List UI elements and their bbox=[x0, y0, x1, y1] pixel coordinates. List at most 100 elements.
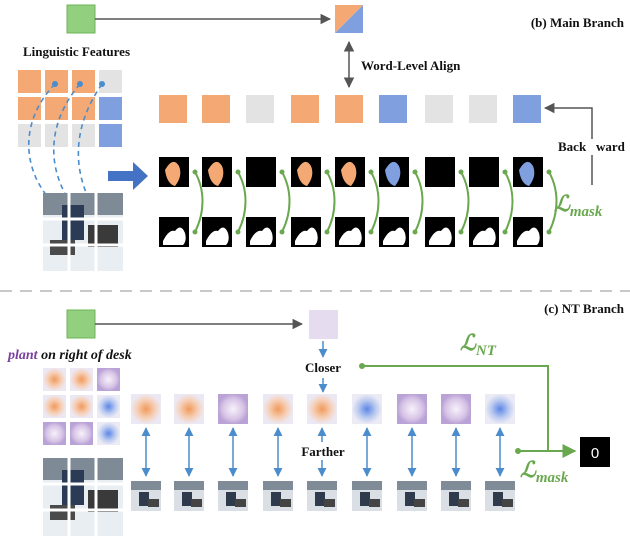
match-dot bbox=[368, 229, 374, 235]
nt-feature-blob bbox=[397, 394, 427, 424]
backward-label-left: Back bbox=[558, 139, 587, 154]
match-dot bbox=[192, 229, 198, 235]
nt-frame-sequence bbox=[131, 481, 515, 511]
mask-match-curve bbox=[414, 171, 424, 233]
word-feature-square bbox=[202, 95, 230, 123]
predicted-mask-frame bbox=[469, 157, 499, 187]
word-feature-square bbox=[379, 95, 407, 123]
match-dot bbox=[458, 229, 464, 235]
backward-arrow bbox=[543, 102, 628, 185]
match-dot bbox=[192, 169, 198, 175]
nt-frame-thumbnail bbox=[441, 481, 471, 511]
mask-match-curve bbox=[326, 171, 336, 233]
nt-feature-blob bbox=[441, 394, 471, 424]
match-dot bbox=[546, 229, 552, 235]
nt-query-text: plant on right of desk bbox=[7, 348, 132, 363]
nt-output-value: 0 bbox=[591, 445, 599, 462]
predicted-mask-sequence bbox=[159, 157, 543, 187]
backward-label-right: ward bbox=[596, 139, 626, 154]
predicted-mask-frame bbox=[379, 157, 409, 187]
match-dot bbox=[546, 169, 552, 175]
nt-frame-thumbnail bbox=[131, 481, 161, 511]
ground-truth-mask-frame bbox=[335, 217, 365, 247]
predicted-mask-frame bbox=[291, 157, 321, 187]
nt-frame-thumbnail bbox=[218, 481, 248, 511]
mask-match-curve bbox=[504, 171, 514, 233]
nt-feature-blob bbox=[307, 394, 337, 424]
nt-frame-thumbnail bbox=[352, 481, 382, 511]
nt-feature-grid bbox=[43, 368, 120, 445]
nt-feature-sequence bbox=[131, 394, 515, 424]
word-feature-sequence bbox=[159, 95, 541, 123]
predicted-mask-frame bbox=[335, 157, 365, 187]
ground-truth-mask-frame bbox=[513, 217, 543, 247]
farther-label-bg bbox=[298, 442, 348, 460]
ground-truth-mask-frame bbox=[291, 217, 321, 247]
nt-feature-blob bbox=[485, 394, 515, 424]
mask-matching-links bbox=[192, 169, 558, 235]
text-embedding-box bbox=[66, 4, 96, 34]
video-frames-grid bbox=[43, 193, 123, 271]
word-feature-square bbox=[246, 95, 274, 123]
nt-feature-blob bbox=[352, 394, 382, 424]
ground-truth-mask-sequence bbox=[159, 217, 543, 247]
nt-frame-thumbnail bbox=[307, 481, 337, 511]
mask-match-curve bbox=[370, 171, 380, 233]
nt-loss-path bbox=[359, 363, 577, 458]
match-dot bbox=[502, 229, 508, 235]
nt-mask-loss: ℒmask bbox=[520, 457, 569, 486]
fusion-arrow bbox=[108, 162, 148, 190]
linguistic-feature-grid bbox=[18, 70, 122, 147]
word-feature-square bbox=[513, 95, 541, 123]
nt-feature-blob bbox=[218, 394, 248, 424]
match-dot bbox=[324, 229, 330, 235]
ground-truth-mask-frame bbox=[159, 217, 189, 247]
ground-truth-mask-frame bbox=[246, 217, 276, 247]
ground-truth-mask-frame bbox=[469, 217, 499, 247]
nt-frame-thumbnail bbox=[485, 481, 515, 511]
predicted-mask-frame bbox=[159, 157, 189, 187]
predicted-mask-frame bbox=[425, 157, 455, 187]
word-level-align-label: Word-Level Align bbox=[361, 58, 461, 73]
predicted-mask-frame bbox=[202, 157, 232, 187]
word-feature-square bbox=[159, 95, 187, 123]
main-mask-loss: ℒmask bbox=[554, 191, 603, 220]
match-dot bbox=[235, 229, 241, 235]
match-dot bbox=[412, 229, 418, 235]
linguistic-features-label: Linguistic Features bbox=[23, 44, 130, 59]
ground-truth-mask-frame bbox=[425, 217, 455, 247]
nt-frame-thumbnail bbox=[397, 481, 427, 511]
word-feature-square bbox=[469, 95, 497, 123]
closer-label: Closer bbox=[305, 360, 341, 375]
aligned-feature-box bbox=[335, 5, 363, 33]
match-dot bbox=[412, 169, 418, 175]
nt-frame-thumbnail bbox=[263, 481, 293, 511]
mask-match-curve bbox=[194, 171, 204, 233]
nt-farther-arrows bbox=[141, 427, 505, 477]
match-dot bbox=[502, 169, 508, 175]
nt-feature-blob bbox=[174, 394, 204, 424]
nt-loss: ℒNT bbox=[460, 330, 497, 359]
match-dot bbox=[458, 169, 464, 175]
nt-sentence-feature-box bbox=[309, 310, 338, 339]
nt-output-box bbox=[580, 437, 610, 467]
word-feature-square bbox=[425, 95, 453, 123]
nt-video-frames-grid bbox=[43, 458, 123, 536]
nt-frame-thumbnail bbox=[174, 481, 204, 511]
mask-match-curve bbox=[237, 171, 247, 233]
nt-feature-blob bbox=[131, 394, 161, 424]
mask-match-curve bbox=[460, 171, 470, 233]
predicted-mask-frame bbox=[513, 157, 543, 187]
match-dot bbox=[279, 229, 285, 235]
ground-truth-mask-frame bbox=[202, 217, 232, 247]
nt-text-embedding-box bbox=[66, 309, 96, 339]
nt-branch-title: (c) NT Branch bbox=[544, 301, 625, 316]
match-dot bbox=[279, 169, 285, 175]
word-feature-square bbox=[335, 95, 363, 123]
match-dot bbox=[324, 169, 330, 175]
mask-match-curve bbox=[281, 171, 291, 233]
word-feature-square bbox=[291, 95, 319, 123]
ground-truth-mask-frame bbox=[379, 217, 409, 247]
mask-match-curve bbox=[548, 171, 558, 233]
